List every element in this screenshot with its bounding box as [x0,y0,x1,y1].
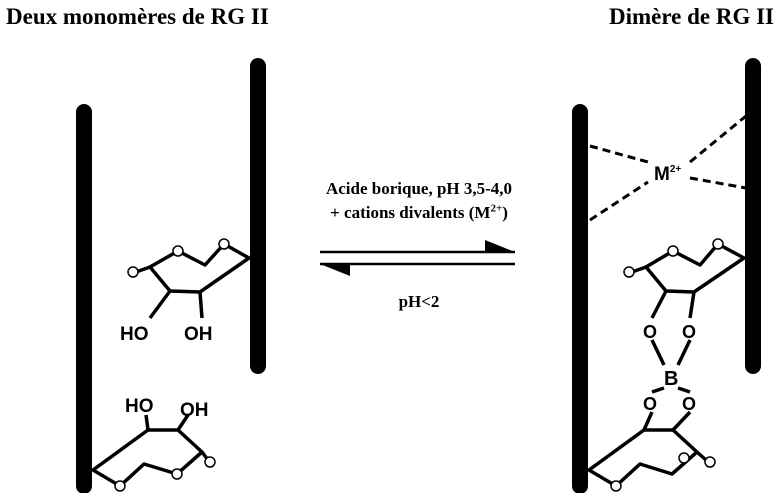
left-lower-oh: OH [180,400,209,421]
boron-atom: B [664,368,678,390]
forward-arrow-head [485,240,515,252]
left-lower-end-node [204,456,216,468]
right-lower-sugar [587,410,708,488]
title-dimer: Dimère de RG II [608,4,774,29]
metal-ion-label: M2+ [654,164,681,185]
right-upper-sugar [631,242,746,319]
right-lower-link-node [610,480,622,492]
reverse-arrow-head [320,264,350,276]
left-lower-link-node [114,480,126,492]
borate-oxygen-upper-right: O [682,322,696,342]
left-upper-sugar [135,242,251,320]
reverse-condition: pH<2 [398,292,440,311]
left-upper-ring-node [172,245,184,257]
borate-oxygen-lower-left: O [643,394,657,414]
left-upper-link-node [218,238,230,250]
forward-condition-line1: Acide borique, pH 3,5-4,0 [325,179,513,198]
forward-condition-close: ) [502,203,508,222]
left-upper-oh: OH [184,324,213,345]
forward-condition-charge: 2+ [490,202,503,215]
right-upper-link-node [712,238,724,250]
right-lower-ring-node [678,452,690,464]
borate-oxygen-lower-right: O [682,394,696,414]
equilibrium-arrows [320,240,515,276]
left-upper-ho: HO [120,324,149,345]
left-upper-end-node [127,266,139,278]
title-monomers: Deux monomères de RG II [6,4,269,29]
right-upper-end-node [623,266,635,278]
left-lower-ho: HO [125,396,154,417]
right-lower-end-node [704,456,716,468]
left-lower-sugar [91,414,210,488]
forward-condition-text: + cations divalents (M [330,203,491,222]
forward-condition-line2: + cations divalents (M2+) [278,202,560,224]
borate-bonds [650,339,692,394]
left-lower-ring-node [171,468,183,480]
metal-ion-charge: 2+ [670,164,682,175]
borate-oxygen-upper-left: O [643,322,657,342]
cation-bridge [589,114,747,222]
right-upper-ring-node [667,245,679,257]
